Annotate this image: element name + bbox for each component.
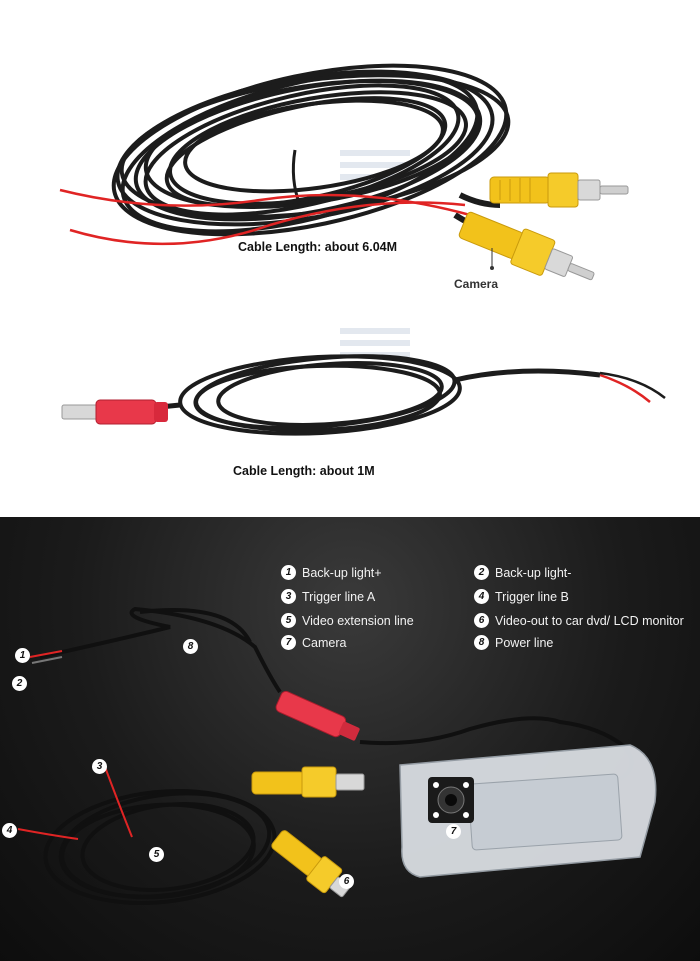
red-power-connector: [275, 690, 360, 741]
legend-item-1: 1 Back-up light+: [281, 565, 382, 580]
callout-8: 8: [183, 639, 198, 654]
camera-connector-label: Camera: [454, 277, 499, 291]
legend-item-7: 7 Camera: [281, 635, 346, 650]
legend-label: Back-up light+: [302, 565, 382, 580]
legend-label: Video-out to car dvd/ LCD monitor: [495, 613, 684, 628]
callout-2: 2: [12, 676, 27, 691]
legend-number: 1: [281, 565, 296, 580]
legend-label: Trigger line A: [302, 589, 376, 604]
legend-number: 4: [474, 589, 489, 604]
yellow-rca-pair: [251, 766, 365, 798]
legend-number: 3: [281, 589, 296, 604]
top-panel: Cable Length: about 6.04M Camera Cable L…: [59, 63, 666, 478]
legend-item-8: 8 Power line: [474, 635, 553, 650]
rca-plug-upper: [489, 172, 629, 208]
legend-label: Camera: [302, 635, 347, 650]
legend-number: 8: [474, 635, 489, 650]
callout-7: 7: [446, 824, 461, 839]
dc-power-plug: [61, 399, 168, 425]
legend-number: 6: [474, 613, 489, 628]
legend-label: Trigger line B: [495, 589, 569, 604]
short-cable-coil: [178, 354, 462, 436]
bottom-panel: 1 Back-up light+ 2 Back-up light- 3 Trig…: [0, 517, 700, 961]
camera-housing: [399, 744, 657, 878]
legend-label: Power line: [495, 635, 554, 650]
legend-number: 2: [474, 565, 489, 580]
callout-4: 4: [2, 823, 17, 838]
callout-1: 1: [15, 648, 30, 663]
long-cable-red-wires: [59, 188, 471, 246]
wiring-diagram-photo: [17, 606, 657, 906]
yellow-rca-single: [271, 830, 351, 898]
legend-item-2: 2 Back-up light-: [474, 565, 571, 580]
legend-item-5: 5 Video extension line: [281, 613, 414, 628]
legend-label: Back-up light-: [495, 565, 572, 580]
legend-label: Video extension line: [302, 613, 414, 628]
callout-5: 5: [149, 847, 164, 862]
legend-number: 7: [281, 635, 296, 650]
callout-3: 3: [92, 759, 107, 774]
short-cable-length-caption: Cable Length: about 1M: [233, 464, 375, 478]
callout-6: 6: [339, 874, 354, 889]
long-cable-coil: [111, 63, 511, 237]
long-cable-length-caption: Cable Length: about 6.04M: [238, 240, 398, 254]
legend-number: 5: [281, 613, 296, 628]
legend-item-3: 3 Trigger line A: [281, 589, 375, 604]
rca-plug-lower: [458, 211, 595, 281]
video-extension-coil: [43, 788, 277, 906]
legend-item-4: 4 Trigger line B: [474, 589, 569, 604]
legend-item-6: 6 Video-out to car dvd/ LCD monitor: [474, 613, 684, 628]
top-cables-illustration: [59, 63, 666, 436]
